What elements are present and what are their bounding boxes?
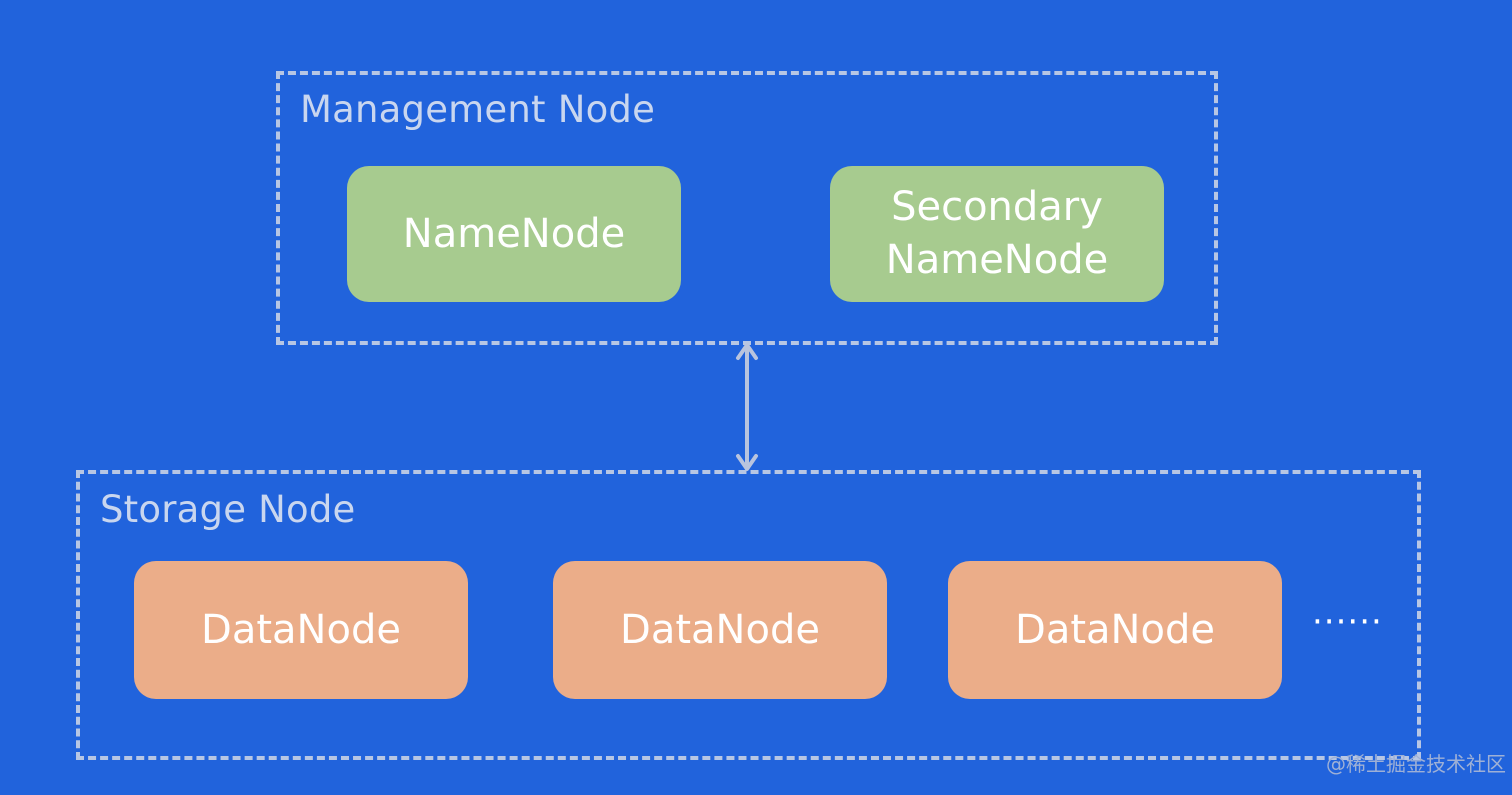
- connector-arrowhead-down: [736, 454, 758, 471]
- datanode-label: DataNode: [620, 606, 820, 653]
- namenode-box: NameNode: [347, 166, 681, 302]
- storage-node-label: Storage Node: [100, 488, 356, 531]
- connector-arrowhead-up: [736, 343, 758, 360]
- secondary-namenode-box: Secondary NameNode: [830, 166, 1164, 302]
- datanode-box-3: DataNode: [948, 561, 1282, 699]
- datanode-label: DataNode: [1015, 606, 1215, 653]
- bidirectional-arrow-icon: [736, 343, 758, 471]
- namenode-label: NameNode: [402, 210, 626, 257]
- secondary-namenode-label: Secondary NameNode: [885, 184, 1109, 283]
- more-datanodes-ellipsis: ······: [1312, 602, 1383, 642]
- datanode-label: DataNode: [201, 606, 401, 653]
- datanode-box-2: DataNode: [553, 561, 887, 699]
- watermark: @稀土掘金技术社区: [1326, 752, 1506, 776]
- datanode-box-1: DataNode: [134, 561, 468, 699]
- storage-node-group: [76, 470, 1421, 760]
- management-node-label: Management Node: [300, 88, 656, 131]
